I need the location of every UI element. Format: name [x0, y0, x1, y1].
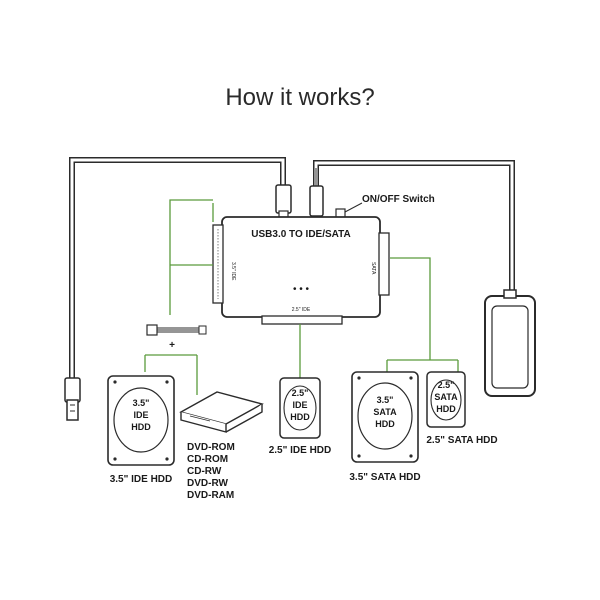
- optical-drive-types: DVD-ROM CD-ROM CD-RW DVD-RW DVD-RAM: [187, 442, 235, 501]
- adapter-label: USB3.0 TO IDE/SATA: [251, 229, 350, 240]
- port-label-sata: SATA: [370, 262, 376, 275]
- hdd-sata-25-line1: 2.5": [438, 380, 455, 390]
- hdd-sata-35-caption: 3.5" SATA HDD: [349, 472, 420, 483]
- switch-label: ON/OFF Switch: [362, 194, 435, 205]
- power-cable: [309, 160, 515, 303]
- hdd-sata-25-line2: SATA: [434, 392, 458, 402]
- hdd-ide-35-line1: 3.5": [133, 398, 150, 408]
- hdd-sata-25-caption: 2.5" SATA HDD: [426, 435, 497, 446]
- hdd-sata-25-line3: HDD: [436, 404, 456, 414]
- hdd-ide-25-caption: 2.5" IDE HDD: [269, 445, 332, 456]
- optical-type-4: DVD-RW: [187, 478, 228, 489]
- indicator-leds: • • •: [293, 284, 310, 295]
- hdd-ide-25-line3: HDD: [290, 412, 310, 422]
- hdd-ide-35-icon: 3.5" IDE HDD: [107, 375, 175, 466]
- hdd-ide-25-line1: 2.5": [292, 388, 309, 398]
- hdd-ide-35-caption: 3.5" IDE HDD: [110, 474, 173, 485]
- hdd-sata-35-line1: 3.5": [377, 395, 394, 405]
- hdd-sata-25-icon: 2.5" SATA HDD: [426, 371, 466, 428]
- optical-type-2: CD-ROM: [187, 454, 228, 465]
- hdd-ide-25-icon: 2.5" IDE HDD: [279, 377, 321, 439]
- power-cable-symbol: +: [169, 340, 175, 351]
- ide-35-port-icon: [212, 224, 224, 304]
- sata-port-icon: [378, 232, 390, 296]
- usb-a-plug-icon: [64, 377, 81, 403]
- hdd-sata-35-line3: HDD: [375, 419, 395, 429]
- hdd-ide-25-line2: IDE: [292, 400, 307, 410]
- port-label-ide-25: 2.5" IDE: [292, 307, 311, 313]
- ide-25-port-icon: [261, 315, 343, 325]
- hdd-ide-35-line2: IDE: [133, 410, 148, 420]
- optical-drive-icon: [179, 391, 264, 433]
- hdd-sata-35-line2: SATA: [373, 407, 397, 417]
- hdd-sata-35-icon: 3.5" SATA HDD: [351, 371, 419, 463]
- optical-type-3: CD-RW: [187, 466, 222, 477]
- power-adapter-icon: [484, 289, 536, 397]
- page-title: How it works?: [225, 84, 375, 111]
- hdd-ide-35-line3: HDD: [131, 422, 151, 432]
- usb-ide-sata-adapter: USB3.0 TO IDE/SATA • • • 2.5" IDE 3.5" I…: [212, 216, 390, 325]
- power-switch-icon: [335, 202, 363, 219]
- power-plug-icon: [309, 185, 324, 217]
- usb-cable: [64, 157, 292, 421]
- optical-type-1: DVD-ROM: [187, 442, 235, 453]
- port-label-ide-35: 3.5" IDE: [230, 262, 236, 281]
- optical-type-5: DVD-RAM: [187, 490, 234, 501]
- usb-cable-adapter-plug-icon: [275, 184, 292, 214]
- connector-lines: [144, 199, 459, 395]
- molex-power-cable-icon: [146, 324, 207, 336]
